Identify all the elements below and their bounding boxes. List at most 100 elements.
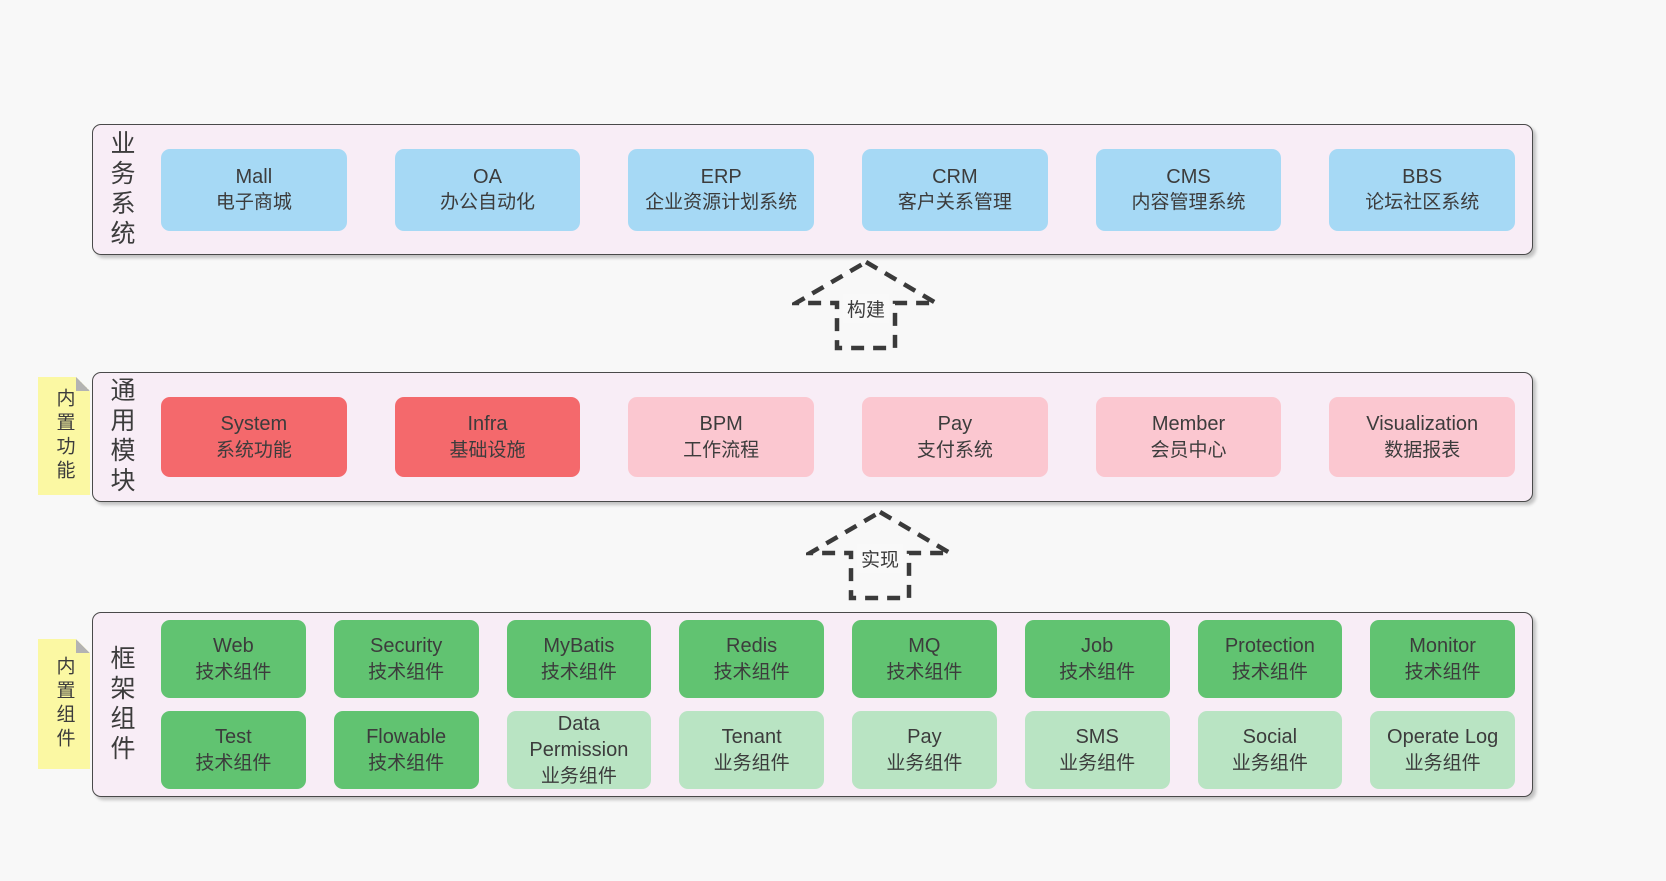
arrow-build-label: 构建 [842, 294, 890, 323]
box-title: Data Permission [529, 713, 629, 762]
box-subtitle: 电子商城 [215, 192, 292, 214]
box-subtitle: 会员中心 [1150, 439, 1227, 461]
box-subtitle: 技术组件 [195, 661, 272, 683]
box-title: Member [1151, 413, 1226, 436]
box-infra: Infra 基础设施 [394, 397, 581, 477]
box-title: Protection [1224, 635, 1315, 658]
box-subtitle: 基础设施 [449, 439, 526, 461]
box-title: Flowable [366, 726, 447, 749]
box-title: BPM [699, 413, 743, 436]
section-common-modules: 通用模块 System 系统功能 Infra 基础设施 BPM 工作流程 Pay… [92, 372, 1533, 502]
sticky-note-builtin-components: 内置组件 [38, 639, 90, 769]
box-title: Web [212, 635, 254, 658]
box-title: Redis [726, 635, 778, 658]
section-label-business: 业务系统 [107, 129, 135, 250]
box-subtitle: 数据报表 [1384, 439, 1461, 461]
box-title: CRM [932, 165, 978, 188]
box-title: MQ [908, 635, 941, 658]
box-pay-business: Pay 业务组件 [852, 711, 997, 789]
box-subtitle: 技术组件 [1231, 661, 1308, 683]
box-subtitle: 技术组件 [713, 661, 790, 683]
box-subtitle: 内容管理系统 [1131, 192, 1246, 214]
box-subtitle: 业务组件 [1059, 752, 1136, 774]
arrow-implement: 实现 [806, 508, 954, 602]
box-mq: MQ 技术组件 [852, 620, 997, 698]
box-subtitle: 技术组件 [886, 661, 963, 683]
box-visualization: Visualization 数据报表 [1329, 397, 1516, 477]
box-security: Security 技术组件 [333, 620, 479, 698]
box-pay: Pay 支付系统 [862, 397, 1048, 477]
box-title: Infra [467, 413, 508, 436]
box-tenant: Tenant 业务组件 [679, 711, 824, 789]
box-title: Mall [235, 165, 273, 188]
box-web: Web 技术组件 [161, 620, 306, 698]
box-title: ERP [700, 165, 742, 188]
box-subtitle: 业务组件 [886, 752, 963, 774]
box-title: Pay [937, 413, 973, 436]
box-subtitle: 技术组件 [368, 661, 445, 683]
section-framework-components: 框架组件 Web 技术组件 Security 技术组件 MyBatis 技术组件… [92, 612, 1533, 797]
box-cms: CMS 内容管理系统 [1095, 148, 1282, 231]
box-subtitle: 论坛社区系统 [1365, 192, 1480, 214]
box-subtitle: 业务组件 [1231, 752, 1308, 774]
box-subtitle: 技术组件 [368, 752, 445, 774]
box-title: Visualization [1366, 413, 1479, 436]
folded-corner-icon [76, 377, 90, 391]
box-subtitle: 工作流程 [683, 439, 760, 461]
box-title: SMS [1075, 726, 1119, 749]
section-label-framework: 框架组件 [107, 644, 135, 765]
box-title: Social [1242, 726, 1298, 749]
box-test: Test 技术组件 [161, 711, 306, 789]
business-boxes-row: Mall 电子商城 OA 办公自动化 ERP 企业资源计划系统 CRM 客户关系… [161, 148, 1516, 231]
box-subtitle: 技术组件 [195, 752, 272, 774]
box-flowable: Flowable 技术组件 [333, 711, 479, 789]
box-mybatis: MyBatis 技术组件 [506, 620, 652, 698]
sticky-label: 内置组件 [53, 656, 75, 752]
framework-row-2: Test 技术组件 Flowable 技术组件 Data Permission … [161, 711, 1515, 789]
box-job: Job 技术组件 [1024, 620, 1170, 698]
box-subtitle: 业务组件 [540, 765, 617, 787]
box-title: CMS [1166, 165, 1211, 188]
box-subtitle: 客户关系管理 [897, 192, 1012, 214]
box-title: Operate Log [1387, 726, 1499, 749]
box-bpm: BPM 工作流程 [628, 397, 815, 477]
box-title: Monitor [1409, 635, 1476, 658]
box-title: Job [1081, 635, 1114, 658]
modules-boxes-row: System 系统功能 Infra 基础设施 BPM 工作流程 Pay 支付系统… [161, 397, 1516, 477]
box-title: MyBatis [543, 635, 615, 658]
box-erp: ERP 企业资源计划系统 [628, 148, 815, 231]
box-protection: Protection 技术组件 [1197, 620, 1343, 698]
box-title: OA [473, 165, 502, 188]
box-monitor: Monitor 技术组件 [1370, 620, 1515, 698]
box-title: Security [370, 635, 443, 658]
box-title: Tenant [721, 726, 782, 749]
box-redis: Redis 技术组件 [679, 620, 824, 698]
box-title: System [220, 413, 288, 436]
box-title: Pay [907, 726, 942, 749]
box-subtitle: 技术组件 [1404, 661, 1481, 683]
box-subtitle: 技术组件 [540, 661, 617, 683]
framework-row-1: Web 技术组件 Security 技术组件 MyBatis 技术组件 Redi… [161, 620, 1515, 698]
box-subtitle: 支付系统 [916, 439, 993, 461]
box-subtitle: 企业资源计划系统 [645, 192, 798, 214]
section-label-modules: 通用模块 [107, 377, 135, 497]
box-sms: SMS 业务组件 [1024, 711, 1170, 789]
box-oa: OA 办公自动化 [394, 148, 581, 231]
box-data-permission: Data Permission 业务组件 [506, 711, 652, 789]
sticky-label: 内置功能 [53, 388, 75, 484]
box-bbs: BBS 论坛社区系统 [1329, 148, 1516, 231]
box-system: System 系统功能 [161, 397, 347, 477]
box-social: Social 业务组件 [1197, 711, 1343, 789]
box-crm: CRM 客户关系管理 [862, 148, 1048, 231]
box-subtitle: 办公自动化 [440, 192, 536, 214]
box-title: BBS [1402, 165, 1443, 188]
box-subtitle: 业务组件 [713, 752, 790, 774]
box-subtitle: 技术组件 [1059, 661, 1136, 683]
box-member: Member 会员中心 [1095, 397, 1282, 477]
sticky-note-builtin-features: 内置功能 [38, 377, 90, 495]
framework-rows: Web 技术组件 Security 技术组件 MyBatis 技术组件 Redi… [161, 620, 1515, 789]
arrow-build: 构建 [792, 258, 940, 352]
box-subtitle: 业务组件 [1404, 752, 1481, 774]
box-subtitle: 系统功能 [215, 439, 292, 461]
box-operate-log: Operate Log 业务组件 [1370, 711, 1515, 789]
